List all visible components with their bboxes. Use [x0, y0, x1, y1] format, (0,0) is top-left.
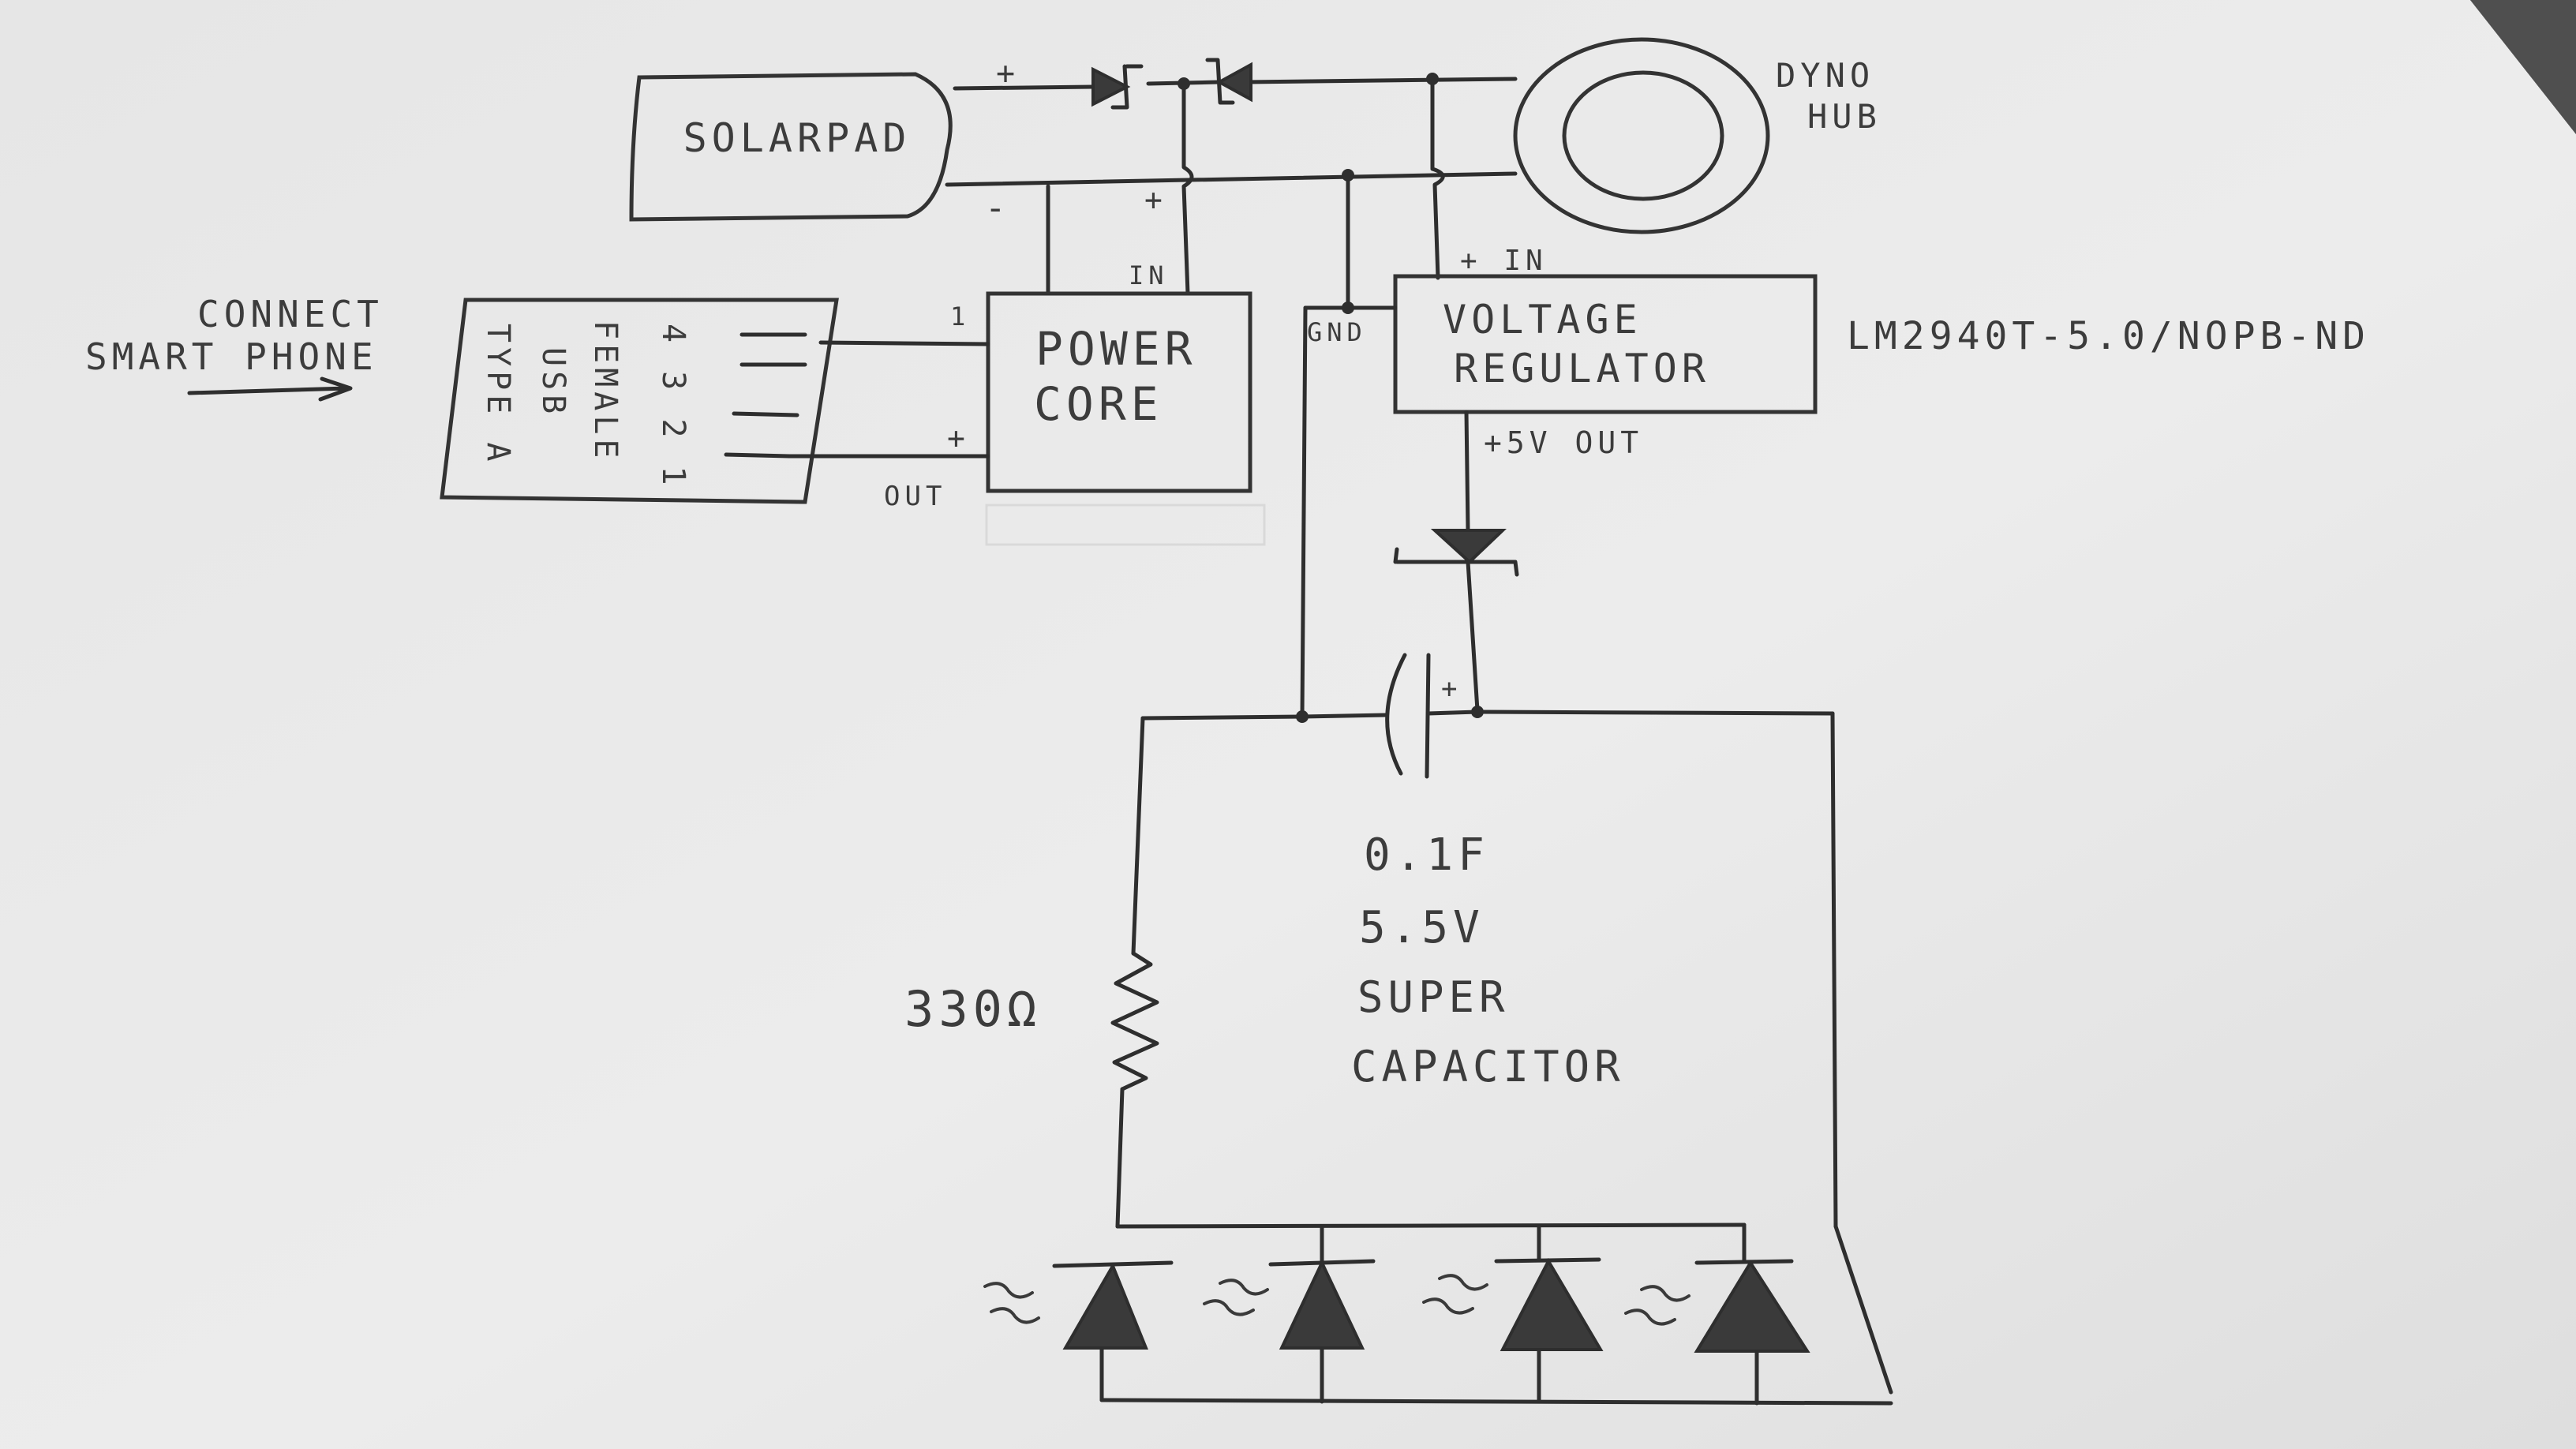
junction-dot: [1426, 73, 1439, 85]
solar-plus-label: +: [996, 55, 1020, 92]
capacitor-value-label: 0.1F: [1364, 829, 1489, 881]
led-3: [1422, 1257, 1604, 1351]
diode-dyno: [1205, 58, 1252, 105]
resistor: 330Ω: [904, 951, 1159, 1091]
super-capacitor: + 0.1F 5.5V SUPER CAPACITOR: [1300, 653, 1625, 1091]
arrow-right-icon: [187, 376, 353, 402]
capacitor-voltage-label: 5.5V: [1359, 902, 1485, 953]
usb-female-label: FEMALE: [587, 320, 623, 463]
power-core-out-label: OUT: [884, 481, 946, 512]
power-core: POWER CORE IN + 1 + OUT: [884, 182, 1252, 512]
regulator-wiring: [1300, 305, 1480, 719]
usb-pins-label: 4 3 2 1: [655, 324, 691, 490]
capacitor-name-label: CAPACITOR: [1351, 1042, 1625, 1091]
diode-solar: [1091, 64, 1144, 110]
usb-connector: TYPE A USB FEMALE 4 3 2 1 CONNECT SMART …: [85, 293, 990, 504]
solar-minus-label: -: [985, 188, 1011, 228]
capacitor-plus-label: +: [1441, 673, 1462, 705]
usb-type-label: TYPE A: [480, 324, 516, 466]
top-wiring: [945, 77, 1518, 310]
voltage-regulator: VOLTAGE REGULATOR + IN GND +5V OUT LM294…: [1307, 245, 2370, 460]
diode-output: [1393, 529, 1519, 577]
junction-dot: [1342, 169, 1354, 182]
hub-label: HUB: [1807, 97, 1881, 136]
regulator-part-number: LM2940T-5.0/NOPB-ND: [1847, 314, 2370, 358]
regulator-in-label: + IN: [1460, 245, 1548, 277]
connect-label: CONNECT: [197, 293, 384, 335]
power-core-in-plus-label: +: [1144, 182, 1167, 217]
led-4: [1624, 1259, 1810, 1353]
erased-sketch: [985, 504, 1266, 546]
regulator-out-label: +5V OUT: [1484, 425, 1643, 460]
smart-phone-label: SMART PHONE: [85, 335, 378, 378]
regulator-label: REGULATOR: [1454, 346, 1710, 391]
usb-usb-label: USB: [535, 347, 571, 418]
power-core-in-label: IN: [1129, 260, 1169, 290]
core-label: CORE: [1034, 377, 1163, 431]
dyno-hub: DYNO HUB: [1513, 37, 1881, 234]
solar-pad-label: SOLARPAD: [683, 115, 912, 161]
dyno-label: DYNO: [1776, 56, 1874, 95]
resistor-label: 330Ω: [904, 980, 1041, 1038]
voltage-label: VOLTAGE: [1443, 297, 1642, 343]
power-core-out-plus-label: +: [947, 421, 970, 455]
led-loop-wiring: [1099, 710, 1893, 1406]
power-core-pin1-label: 1: [950, 301, 970, 331]
led-1: [983, 1260, 1174, 1350]
paper-shadow-edge: [2470, 0, 2576, 134]
junction-dot: [1178, 77, 1190, 90]
capacitor-super-label: SUPER: [1357, 972, 1510, 1022]
solar-pad: SOLARPAD + -: [629, 55, 1020, 228]
led-2: [1203, 1259, 1376, 1350]
power-label: POWER: [1035, 322, 1197, 376]
regulator-gnd-label: GND: [1307, 317, 1367, 347]
